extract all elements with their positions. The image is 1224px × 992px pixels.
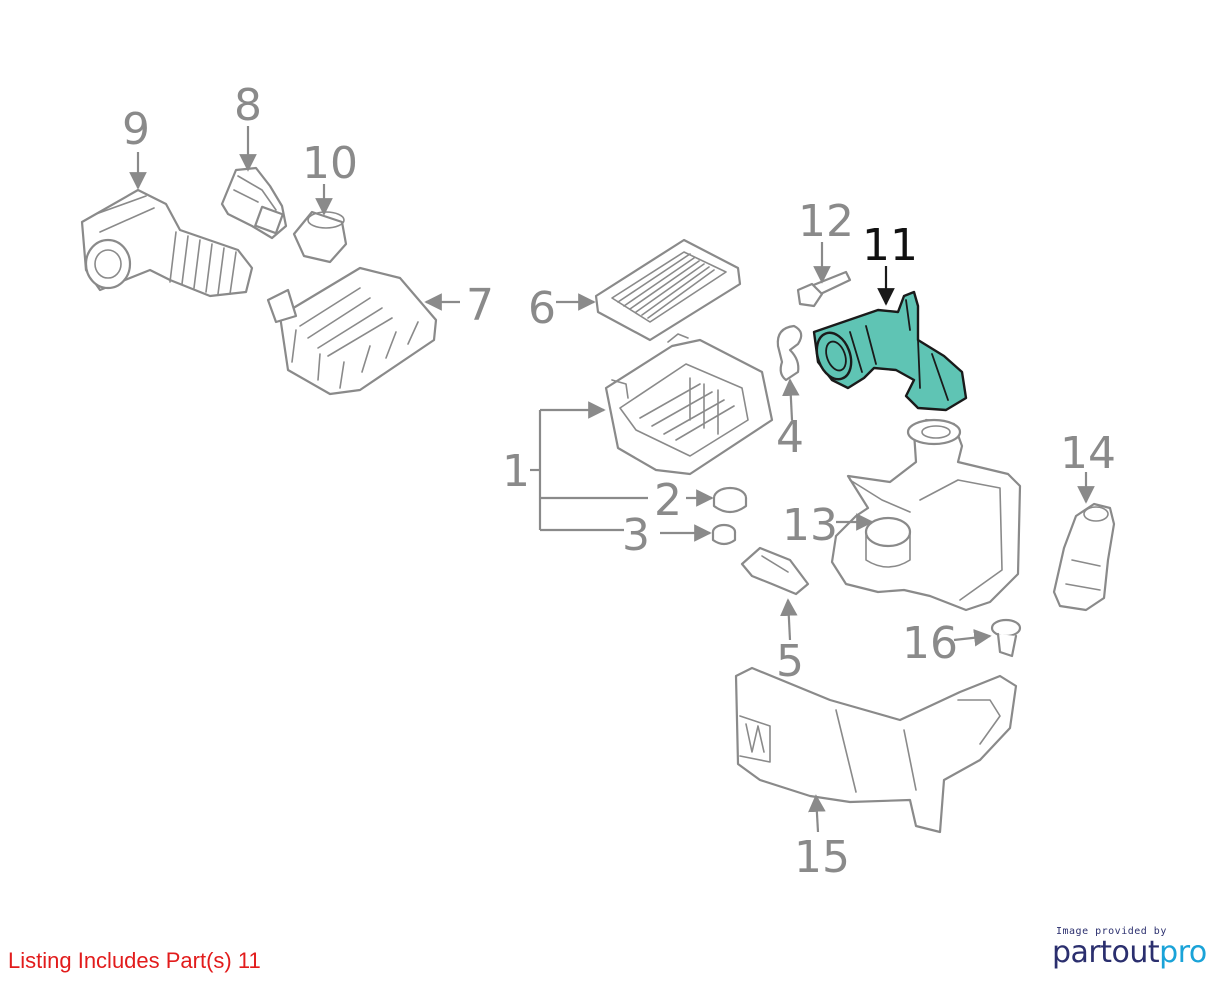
part-2-plug — [712, 486, 748, 514]
callout-11: 11 — [862, 220, 918, 271]
leader-lines — [129, 126, 1095, 833]
part-11-air-duct-highlighted — [812, 290, 968, 412]
callout-3: 3 — [622, 510, 650, 561]
part-8-sensor — [220, 166, 288, 240]
callout-7: 7 — [466, 280, 494, 331]
image-credit: Image provided by partoutpro — [1052, 926, 1212, 970]
part-3-plug — [711, 523, 737, 546]
part-16-push-clip — [990, 618, 1022, 658]
callout-4: 4 — [776, 412, 804, 463]
part-12-bolt — [796, 270, 852, 308]
part-13-resonator — [830, 418, 1022, 612]
callout-labels: 1 2 3 4 5 6 7 8 9 10 11 12 13 14 15 16 — [122, 80, 1116, 883]
part-15-lower-duct — [734, 666, 1018, 834]
partoutpro-logo: partoutpro — [1052, 935, 1212, 970]
part-10-sleeve — [292, 210, 348, 264]
callout-13: 13 — [782, 500, 838, 551]
callout-9: 9 — [122, 104, 150, 155]
callout-12: 12 — [798, 196, 854, 247]
callout-1: 1 — [502, 446, 530, 497]
part-6-air-filter — [594, 238, 742, 342]
logo-text-accent: pro — [1159, 935, 1207, 970]
part-14-elbow-hose — [1052, 502, 1116, 612]
listing-includes-text: Listing Includes Part(s) 11 — [8, 948, 261, 973]
part-9-intake-duct — [80, 188, 254, 298]
part-5-bracket — [740, 546, 810, 596]
callout-16: 16 — [902, 618, 958, 669]
callout-6: 6 — [528, 283, 556, 334]
logo-text-main: partout — [1052, 935, 1160, 970]
callout-8: 8 — [234, 80, 262, 131]
part-4-clip — [776, 324, 803, 382]
callout-5: 5 — [776, 636, 804, 687]
callout-14: 14 — [1060, 428, 1116, 479]
part-7-air-cleaner-cover — [266, 266, 438, 396]
callout-2: 2 — [654, 475, 682, 526]
callout-10: 10 — [302, 138, 358, 189]
callout-15: 15 — [794, 832, 850, 883]
credit-caption: Image provided by — [1056, 926, 1167, 937]
part-1-lower-housing — [604, 333, 774, 476]
